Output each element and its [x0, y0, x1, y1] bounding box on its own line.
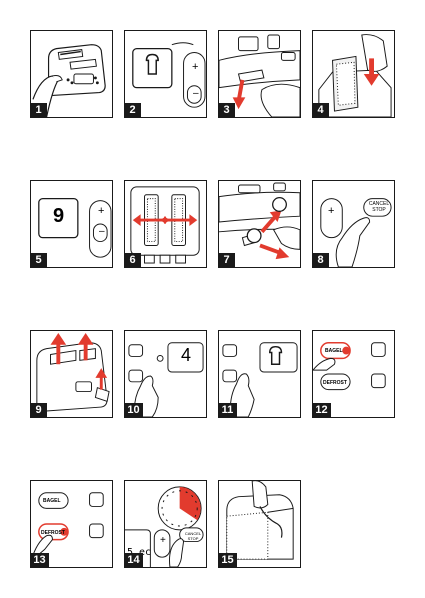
step-4-panel: 4: [312, 30, 395, 118]
cancel-button-illustration: [320, 198, 392, 267]
plus-label: +: [160, 535, 166, 546]
defrost-label: DEFROST: [323, 380, 347, 386]
step-8-panel: + CANCEL STOP 8: [312, 180, 395, 268]
step-6-number: 6: [125, 253, 141, 267]
step-12-panel: BAGEL DEFROST 12: [312, 330, 395, 418]
display-setting-illustration: [38, 197, 112, 258]
cancel-label: CANCEL STOP: [184, 531, 202, 541]
step-11-number: 11: [219, 403, 237, 417]
step-6-panel: 6: [124, 180, 207, 268]
step-15-panel: 15: [218, 480, 301, 568]
step-13-panel: BAGEL DEFROST 13: [30, 480, 113, 568]
minus-label: –: [193, 88, 199, 99]
step-14-number: 14: [125, 553, 143, 567]
plus-label: +: [98, 205, 105, 217]
step-9-number: 9: [31, 403, 47, 417]
timer-readout: 5 ec: [127, 547, 152, 558]
step-12-number: 12: [313, 403, 331, 417]
step-5-panel: 9 + – 5: [30, 180, 113, 268]
lever-press-illustration: [219, 34, 300, 117]
step-13-number: 13: [31, 553, 49, 567]
step-1-panel: 1: [30, 30, 113, 118]
browning-display-illustration: [132, 42, 206, 108]
step-2-number: 2: [125, 103, 141, 117]
centering-slots-illustration: [130, 186, 200, 264]
bagel-label: BAGEL: [43, 498, 61, 504]
step-11-panel: 11: [218, 330, 301, 418]
timer-countdown-illustration: [125, 486, 204, 567]
step-15-number: 15: [219, 553, 237, 567]
plus-label: +: [328, 205, 335, 217]
step-7-panel: 1 2 7: [218, 180, 301, 268]
defrost-button-illustration: [31, 492, 104, 562]
step-7-number: 7: [219, 253, 235, 267]
step-8-number: 8: [313, 253, 329, 267]
toaster-front-illustration: [32, 44, 106, 117]
insert-bread-illustration: [318, 34, 392, 117]
bagel-button-illustration: [313, 342, 386, 391]
display-digit: 4: [181, 345, 192, 365]
crumb-tray-illustration: [226, 481, 294, 560]
step-14-panel: + CANCEL STOP 5 ec 14: [124, 480, 207, 568]
step-1-number: 1: [31, 103, 47, 117]
plus-label: +: [192, 61, 199, 73]
step-3-number: 3: [219, 103, 235, 117]
cancel-label: CANCEL STOP: [368, 201, 390, 213]
step-9-panel: 9: [30, 330, 113, 418]
lever-lift-illustration: [219, 182, 300, 260]
defrost-label: DEFROST: [41, 530, 65, 536]
step-4-number: 4: [313, 103, 329, 117]
step-10-panel: 4 10: [124, 330, 207, 418]
minus-label: –: [99, 226, 105, 237]
display-digit: 9: [53, 205, 65, 227]
step-10-number: 10: [125, 403, 143, 417]
step-3-panel: 3: [218, 30, 301, 118]
step-2-panel: + – 2: [124, 30, 207, 118]
bagel-label: BAGEL: [325, 348, 343, 354]
step-5-number: 5: [31, 253, 47, 267]
high-lift-illustration: [36, 333, 110, 412]
